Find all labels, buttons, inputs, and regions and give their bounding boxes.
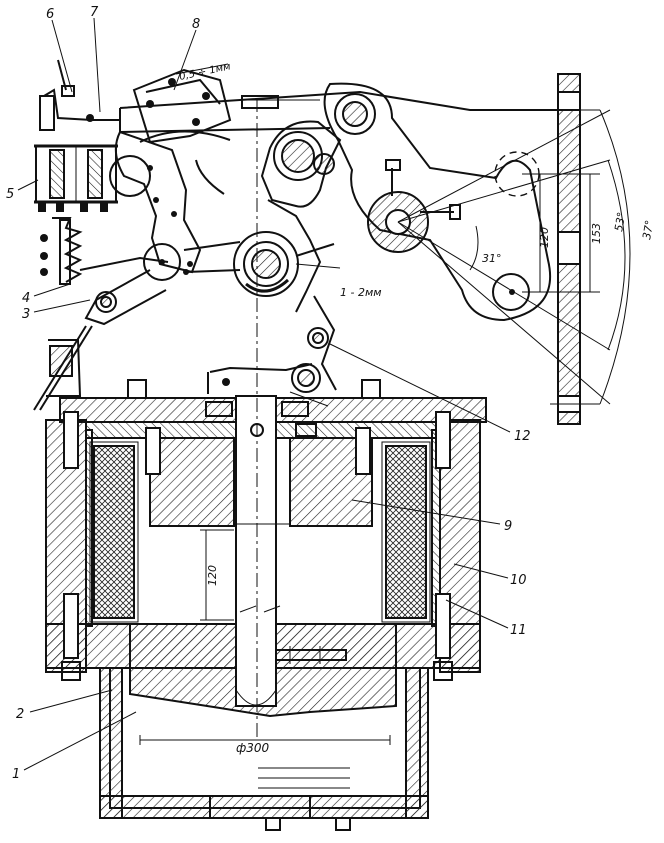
clearance-label: 1 - 2мм xyxy=(340,286,382,299)
roller-pin xyxy=(233,231,299,297)
spring xyxy=(40,217,169,285)
tie-rods xyxy=(119,108,241,275)
clearance-marker xyxy=(295,243,341,269)
travel-153-label: 153 xyxy=(590,223,603,244)
callout-5: 5 xyxy=(6,187,14,202)
callout-10: 10 xyxy=(510,573,527,588)
trip-latch xyxy=(132,63,232,144)
callout-4: 4 xyxy=(22,291,30,306)
auxiliary-contact-block xyxy=(34,59,120,212)
callout-8: 8 xyxy=(192,17,200,32)
dimension-labels: 0,5 ÷ 1мм 1 - 2мм 120 120 153 ф300 31° 5… xyxy=(178,61,656,755)
callout-labels: 1 2 3 4 5 6 7 8 9 10 11 12 xyxy=(6,5,531,782)
diameter-label: ф300 xyxy=(236,741,270,755)
callout-2: 2 xyxy=(16,707,24,722)
angle-31-label: 31° xyxy=(482,252,502,265)
callout-3: 3 xyxy=(22,307,30,322)
link-arm xyxy=(260,120,342,313)
callout-1: 1 xyxy=(12,767,20,782)
travel-label: 120 xyxy=(538,227,551,248)
stroke-dimension xyxy=(200,529,234,621)
housing-bolts xyxy=(61,379,453,681)
coil-winding xyxy=(89,441,431,623)
position-scale-bar xyxy=(522,73,600,425)
angle-37-label: 37° xyxy=(640,219,656,240)
lower-roller-assembly xyxy=(207,295,337,407)
left-bracket xyxy=(84,130,202,326)
angle-arcs xyxy=(397,109,631,405)
leader-lines xyxy=(17,17,511,771)
callout-12: 12 xyxy=(514,429,531,444)
callout-6: 6 xyxy=(46,7,54,22)
callout-11: 11 xyxy=(510,623,527,638)
gap-label: 0,5 ÷ 1мм xyxy=(178,61,232,83)
callout-7: 7 xyxy=(90,5,99,20)
angle-53-label: 53° xyxy=(612,211,628,232)
stroke-label: 120 xyxy=(206,565,219,586)
left-arm-and-stop xyxy=(33,325,93,411)
plunger-rod xyxy=(235,395,347,707)
callout-9: 9 xyxy=(504,519,512,534)
upper-lever xyxy=(323,82,552,322)
